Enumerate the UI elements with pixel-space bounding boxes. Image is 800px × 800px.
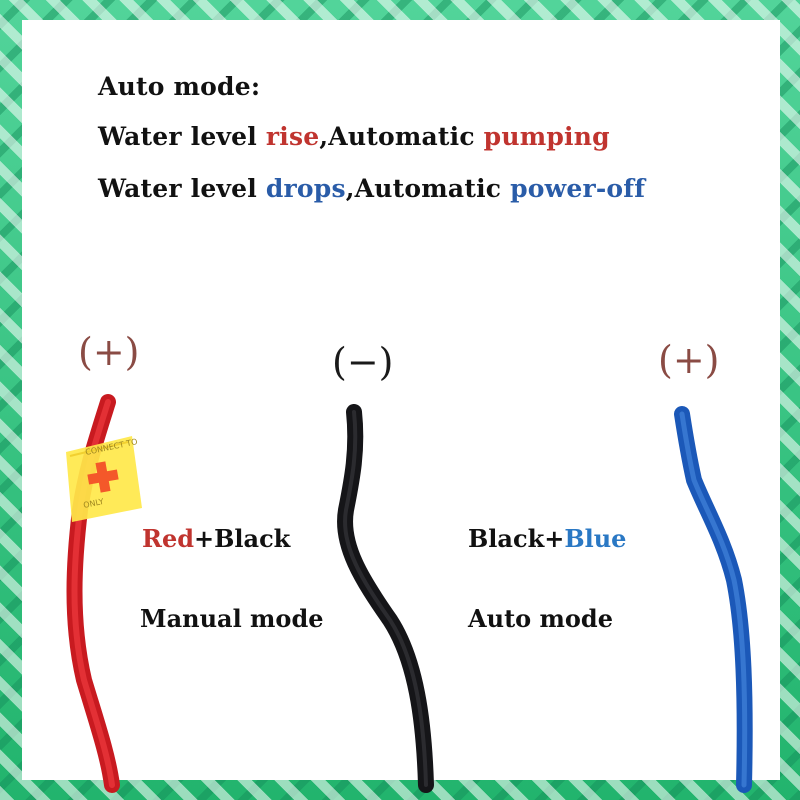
warning-tag-icon: CONNECT TO ONLY [66,436,142,522]
heading-drops-line: Water level drops,Automatic power-off [98,174,646,203]
negative-sign-middle: (−) [332,340,394,384]
positive-sign-left: (+) [78,330,140,374]
heading-auto-mode: Auto mode: [98,72,261,101]
label-manual-mode: Manual mode [140,604,324,633]
label-auto-mode: Auto mode [468,604,613,633]
positive-sign-right: (+) [658,338,720,382]
black-wire [337,404,434,793]
tag-text-bottom: ONLY [83,497,105,510]
heading-rise-line: Water level rise,Automatic pumping [98,122,610,151]
content-panel: Auto mode: Water level rise,Automatic pu… [22,20,780,780]
label-black-blue: Black+Blue [468,524,627,553]
label-red-black: Red+Black [142,524,291,553]
